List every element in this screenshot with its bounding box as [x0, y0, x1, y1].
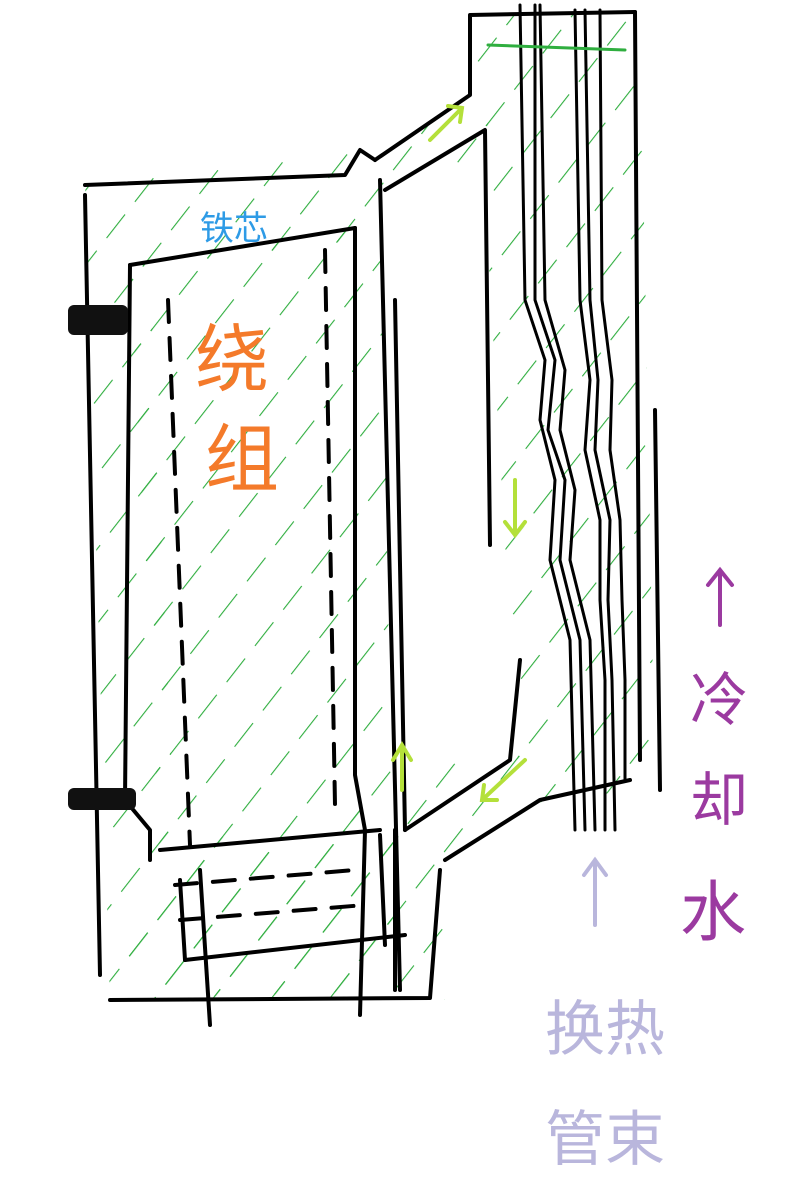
up-arrow-icon — [582, 856, 608, 927]
core-label: 铁芯 — [200, 209, 268, 249]
heat-exchanger-tubes — [518, 3, 662, 832]
winding-label-2: 组 — [205, 417, 279, 503]
heat-exchanger-label-2: 管束 — [545, 1105, 665, 1175]
flow-arrow-icon — [391, 104, 527, 802]
flow-arrow-icon — [486, 43, 627, 52]
winding-label-1: 绕 — [195, 317, 269, 403]
cooling-water-label-3: 水 — [680, 874, 746, 951]
cooling-water-label-2: 却 — [690, 766, 748, 834]
clamp-bolts — [68, 305, 136, 810]
connecting-pipes — [373, 10, 637, 862]
up-arrow-icon — [706, 566, 734, 627]
winding-hatch — [130, 230, 360, 855]
iron-core — [123, 226, 407, 1027]
cooling-water-label-1: 冷 — [690, 666, 748, 734]
winding-dashes — [166, 248, 367, 922]
heat-exchanger-label-1: 换热 — [545, 995, 665, 1065]
